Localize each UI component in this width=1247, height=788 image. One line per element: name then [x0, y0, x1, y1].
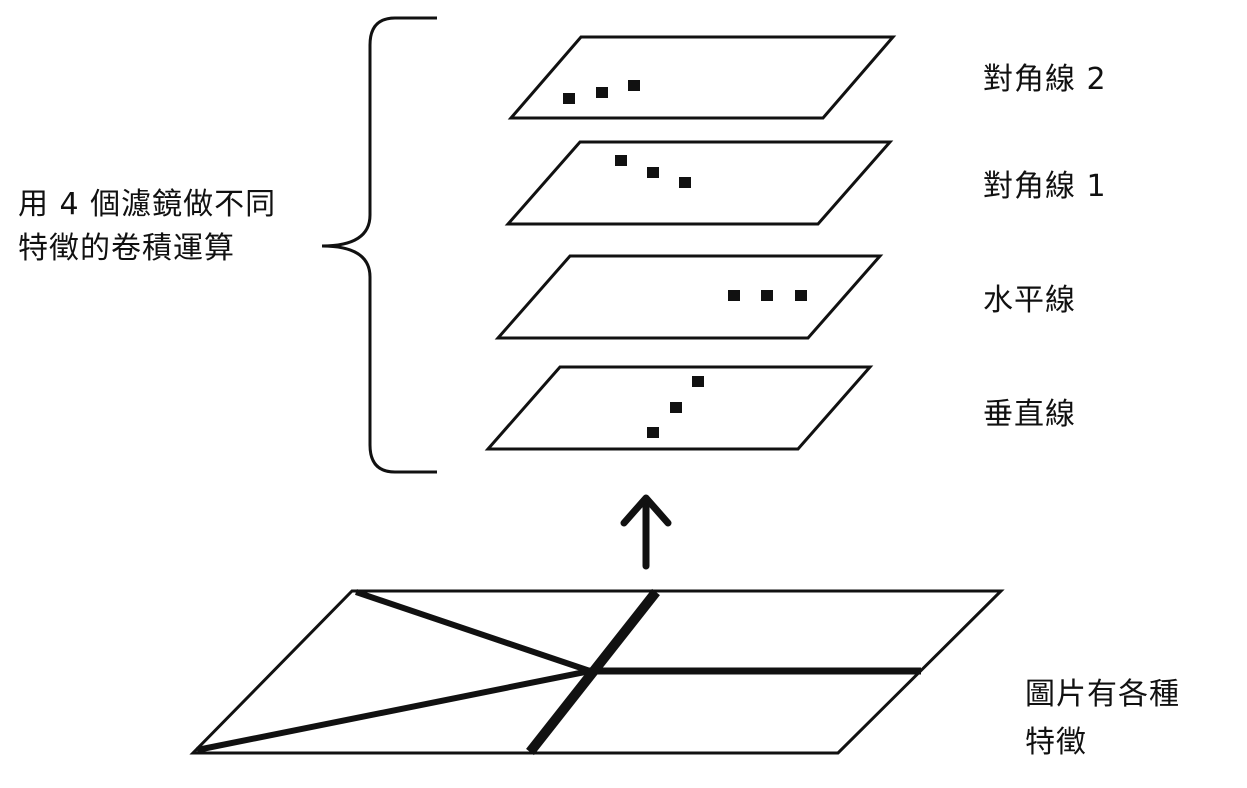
filter-dot — [628, 80, 640, 91]
layer-label-horizontal: 水平線 — [983, 283, 1076, 318]
filter-dot — [795, 290, 807, 301]
filter-dot — [615, 155, 627, 166]
feature-line — [196, 668, 591, 753]
left-caption-line-1: 用 4 個濾鏡做不同 — [18, 187, 277, 222]
left-curly-brace — [321, 16, 437, 474]
layer-label-diagonal-2: 對角線 2 — [983, 62, 1107, 97]
filter-dot — [647, 167, 659, 178]
filter-dot — [670, 402, 682, 413]
filter-dot — [647, 427, 659, 438]
filter-plane — [507, 35, 897, 120]
left-caption-line-2: 特徵的卷積運算 — [18, 231, 235, 266]
filter-dot — [761, 290, 773, 301]
layer-horizontal — [494, 254, 884, 340]
layer-diagonal-2 — [507, 35, 897, 120]
layer-vertical — [484, 365, 874, 451]
feature-line — [355, 589, 591, 674]
layer-label-vertical: 垂直線 — [983, 397, 1076, 432]
up-arrow-icon — [620, 494, 672, 570]
layer-label-diagonal-1: 對角線 1 — [983, 169, 1107, 204]
filter-dot — [596, 87, 608, 98]
filter-plane — [504, 140, 894, 226]
bottom-caption-line-2: 特徵 — [1025, 725, 1087, 760]
filter-dot — [679, 177, 691, 188]
filter-dot — [563, 93, 575, 104]
filter-plane — [494, 254, 884, 340]
layer-diagonal-1 — [504, 140, 894, 226]
filter-dot — [692, 376, 704, 387]
input-image-plane — [189, 588, 1005, 756]
left-caption: 用 4 個濾鏡做不同 特徵的卷積運算 — [18, 183, 318, 271]
bottom-caption-line-1: 圖片有各種 — [1025, 677, 1180, 712]
bottom-caption: 圖片有各種 特徵 — [1025, 671, 1180, 767]
filter-dot — [728, 290, 740, 301]
